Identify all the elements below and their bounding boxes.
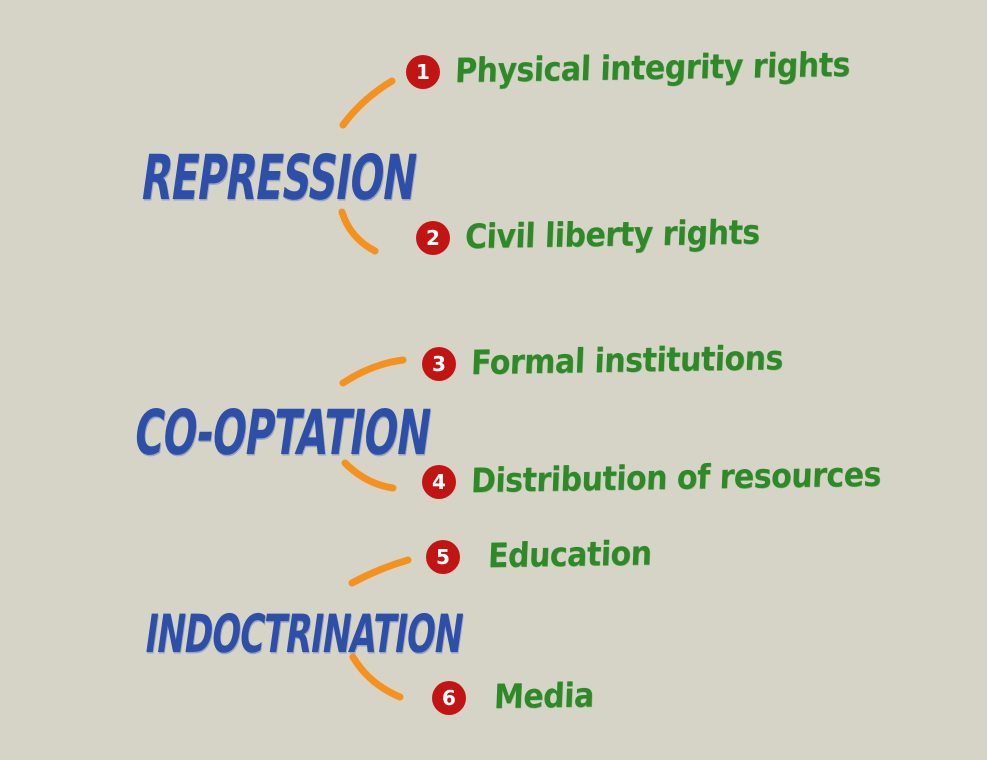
connector-repression-2	[338, 208, 379, 255]
item-label: Distribution of resources	[470, 455, 882, 502]
list-item-media: 6 Media	[432, 676, 595, 717]
item-number-badge: 4	[422, 464, 456, 499]
category-title-indoctrination: INDOCTRINATION	[141, 604, 467, 666]
item-label: Formal institutions	[470, 339, 784, 384]
category-title-repression: REPRESSION	[136, 143, 421, 215]
connector-cooptation-3	[339, 356, 407, 387]
item-label: Physical integrity rights	[454, 45, 851, 92]
item-label: Education	[487, 534, 653, 577]
list-item-physical-integrity-rights: 1 Physical integrity rights	[406, 46, 851, 91]
item-label: Media	[493, 676, 595, 718]
list-item-distribution-of-resources: 4 Distribution of resources	[422, 455, 882, 501]
list-item-education: 5 Education	[426, 534, 652, 576]
connector-repression-1	[339, 77, 396, 129]
item-number-badge: 6	[432, 680, 466, 715]
connector-indoctrination-5	[348, 556, 412, 587]
item-number-badge: 3	[422, 346, 456, 381]
item-number-badge: 2	[416, 220, 450, 255]
item-number-badge: 1	[406, 54, 440, 89]
list-item-civil-liberty-rights: 2 Civil liberty rights	[416, 213, 760, 257]
list-item-formal-institutions: 3 Formal institutions	[422, 339, 784, 383]
category-title-co-optation: CO-OPTATION	[129, 398, 435, 470]
item-number-badge: 5	[426, 539, 460, 574]
item-label: Civil liberty rights	[464, 213, 761, 258]
